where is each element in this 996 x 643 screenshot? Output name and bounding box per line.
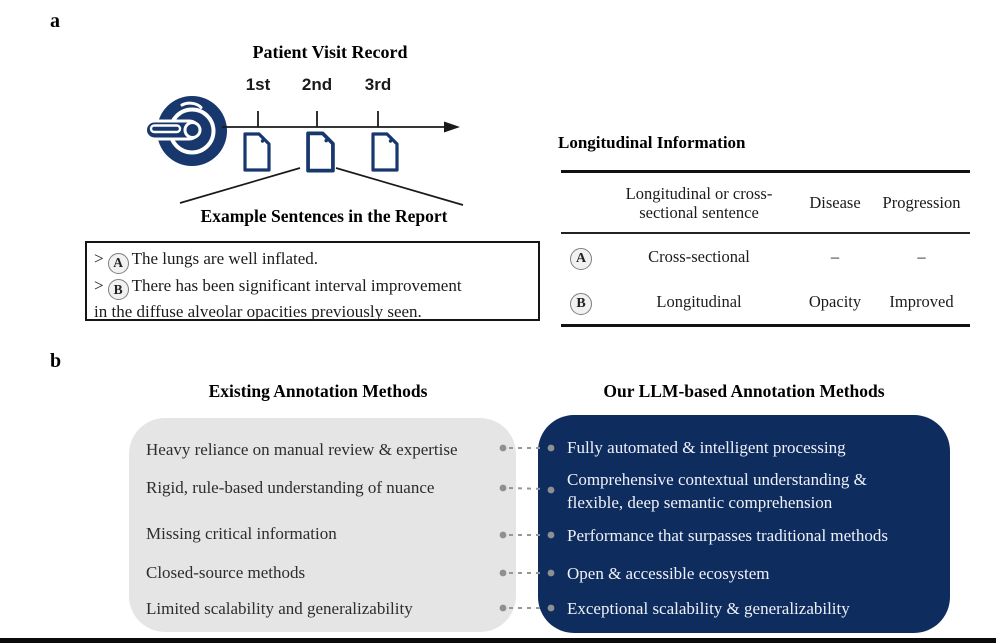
report-document-icon-3: [371, 132, 399, 172]
table-row-b: B Longitudinal Opacity Improved: [561, 279, 970, 324]
report-sentence-b-continued: in the diffuse alveolar opacities previo…: [94, 300, 531, 324]
table-row-a: A Cross-sectional – –: [561, 234, 970, 279]
existing-methods-title: Existing Annotation Methods: [208, 381, 428, 401]
llm-item-open-ecosystem: Open & accessible ecosystem: [567, 564, 770, 583]
patient-visit-record-title: Patient Visit Record: [252, 42, 408, 62]
header-sentence-type: Longitudinal or cross-sectional sentence: [625, 183, 773, 222]
header-disease: Disease: [809, 193, 861, 212]
report-document-icon-1: [243, 132, 271, 172]
existing-item-limited-scalability: Limited scalability and generalizability: [146, 599, 413, 618]
llm-item-performance: Performance that surpasses traditional m…: [567, 526, 889, 545]
visit-label-1st: 1st: [245, 75, 271, 94]
existing-item-closed-source: Closed-source methods: [146, 563, 306, 582]
table-header-row: Longitudinal or cross-sectional sentence…: [561, 173, 970, 234]
prompt-marker: >: [94, 249, 104, 268]
prompt-marker: >: [94, 275, 104, 295]
panel-a-label: a: [50, 10, 60, 32]
row-b-disease: Opacity: [808, 291, 862, 311]
ct-scanner-icon: [145, 96, 227, 166]
existing-item-missing-info: Missing critical information: [146, 524, 337, 543]
expansion-lines: [179, 167, 464, 206]
existing-item-manual-review: Heavy reliance on manual review & expert…: [146, 440, 458, 459]
llm-methods-title: Our LLM-based Annotation Methods: [603, 381, 885, 401]
row-a-disease: –: [830, 246, 840, 266]
sentence-a-badge: A: [107, 252, 129, 274]
sentence-a-text: The lungs are well inflated.: [131, 249, 319, 268]
row-b-badge: B: [570, 292, 592, 315]
header-progression: Progression: [882, 193, 961, 212]
report-document-icon-2: [306, 131, 335, 173]
row-a-badge: A: [570, 247, 592, 270]
llm-item-fully-automated: Fully automated & intelligent processing: [567, 438, 846, 457]
row-b-sentence-type: Longitudinal: [656, 291, 742, 311]
row-b-progression: Improved: [889, 291, 954, 311]
figure-bottom-rule: [0, 638, 996, 643]
llm-item-exceptional-scalability: Exceptional scalability & generalizabili…: [567, 599, 850, 618]
row-a-progression: –: [917, 246, 926, 266]
row-a-sentence-type: Cross-sectional: [648, 246, 750, 266]
example-sentences-title: Example Sentences in the Report: [200, 206, 448, 226]
sentence-b-text: There has been significant interval impr…: [131, 275, 462, 295]
visit-label-2nd: 2nd: [301, 75, 333, 94]
longitudinal-table: Longitudinal or cross-sectional sentence…: [561, 170, 970, 327]
sentence-b-text-2: in the diffuse alveolar opacities previo…: [94, 302, 422, 321]
existing-item-rule-based: Rigid, rule-based understanding of nuanc…: [146, 478, 435, 497]
existing-methods-box: [129, 418, 516, 632]
sentence-b-badge: B: [107, 279, 129, 300]
panel-b-label: b: [50, 350, 62, 372]
timeline-axis: [222, 111, 460, 133]
timeline-arrowhead: [444, 121, 460, 133]
longitudinal-information-title: Longitudinal Information: [558, 133, 746, 152]
llm-methods-box: [538, 415, 950, 633]
llm-item-contextual-understanding: Comprehensive contextual understanding &…: [567, 470, 867, 512]
visit-label-3rd: 3rd: [364, 75, 392, 94]
